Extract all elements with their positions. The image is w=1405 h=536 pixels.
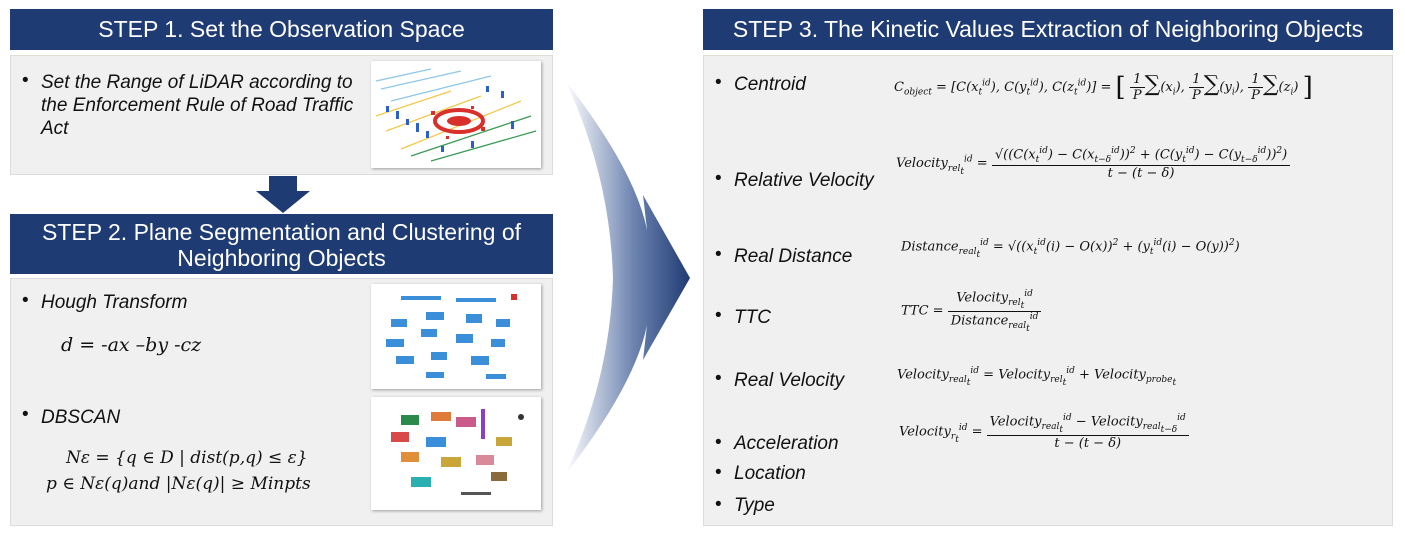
step3-header: STEP 3. The Kinetic Values Extraction of… [703,9,1393,50]
step3-item-real-distance: Real Distance [734,246,853,267]
down-arrow-icon [256,176,310,213]
relative-velocity-formula: Velocityreltid = √((C(xtid) − C(xt−δid))… [896,146,1291,181]
real-distance-formula: Distancerealtid = √((xtid(i) − O(x))2 + … [901,238,1240,260]
step3-item-ttc: TTC [734,307,771,328]
step1-title: STEP 1. Set the Observation Space [98,16,465,42]
acceleration-formula: Velocityrtid = Velocityrealtid − Velocit… [899,413,1189,451]
step3-panel: • Centroid Cobject = [C(xtid), C(ytid), … [703,55,1393,526]
segmented-objects-graphic [386,294,517,379]
step3-item-real-velocity: Real Velocity [734,370,845,391]
bullet: • [22,290,29,311]
clustered-objects-graphic [391,409,524,495]
step3-item-acceleration: Acceleration [734,433,839,454]
hough-equation: d = -ax –by -cz [61,334,202,356]
bullet: • [715,368,722,389]
step1-panel: • Set the Range of LiDAR according to th… [10,55,553,175]
step2-panel: • Hough Transform d = -ax –by -cz • DBSC… [10,278,553,526]
step2-title-line2: Neighboring Objects [177,245,386,271]
step3-title: STEP 3. The Kinetic Values Extraction of… [732,16,1364,42]
step1-item-lidar-range: Set the Range of LiDAR according to the … [41,72,354,139]
real-velocity-formula: Velocityrealtid = Velocityreltid + Veloc… [897,366,1177,388]
flow-arrow-icon [565,80,690,475]
lidar-scan-graphic [375,68,537,162]
dbscan-cluster-image [371,397,541,510]
bullet: • [715,462,722,483]
bullet: • [22,70,29,91]
step1-header: STEP 1. Set the Observation Space [10,9,553,50]
step2-header: STEP 2. Plane Segmentation and Clusterin… [10,214,553,274]
step3-item-location: Location [734,463,806,484]
lidar-pointcloud-image [371,61,541,168]
hough-plane-image [371,284,541,389]
step3-item-relative-velocity: Relative Velocity [734,170,874,191]
step2-item-dbscan: DBSCAN [41,407,121,428]
step3-item-centroid: Centroid [734,74,806,95]
bullet: • [715,494,722,515]
centroid-formula: Cobject = [C(xtid), C(ytid), C(ztid)] = … [894,72,1313,103]
dbscan-equation-1: Nε = {q ∈ D | dist(p,q) ≤ ε} [66,448,308,468]
bullet: • [715,432,722,453]
bullet: • [715,305,722,326]
step3-item-type: Type [734,495,775,516]
dbscan-equation-2: p ∈ Nε(q)and |Nε(q)| ≥ Minpts [46,474,311,494]
bullet: • [715,244,722,265]
bullet: • [22,404,29,425]
step2-item-hough: Hough Transform [41,292,188,313]
step2-title-line1: STEP 2. Plane Segmentation and Clusterin… [41,219,522,245]
bullet: • [715,72,722,93]
bullet: • [715,168,722,189]
